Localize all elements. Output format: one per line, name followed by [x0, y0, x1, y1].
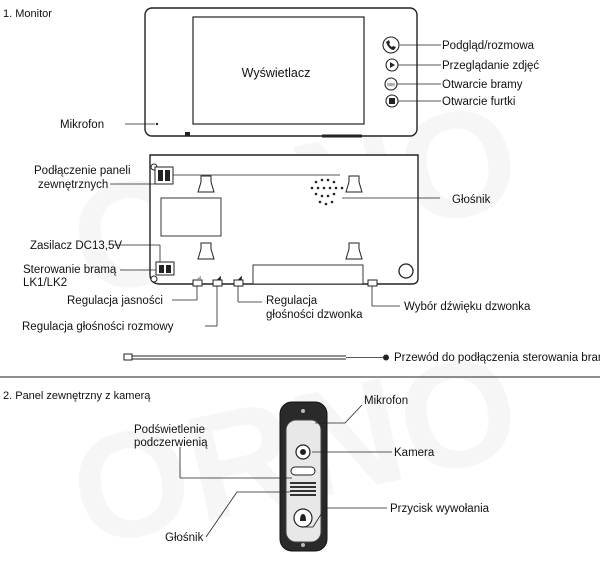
label-reg-jasnosci: Regulacja jasności — [67, 295, 163, 307]
talk-icon — [382, 36, 400, 54]
svg-text:⊟⊟: ⊟⊟ — [387, 82, 395, 87]
panel-speaker-grille — [290, 482, 316, 496]
svg-text:◢: ◢ — [238, 275, 242, 281]
outdoor-panel — [279, 401, 328, 552]
label-reg-glosnosci-rozmowy: Regulacja głośności rozmowy — [22, 321, 174, 333]
label-sterowanie-2: LK1/LK2 — [23, 277, 67, 289]
label-mikrofon-panel: Mikrofon — [364, 395, 408, 407]
label-otwarcie-furtki: Otwarcie furtki — [442, 96, 516, 108]
label-przegladanie: Przeglądanie zdjęć — [442, 60, 539, 72]
label-przycisk: Przycisk wywołania — [390, 503, 490, 515]
speaker-holes — [310, 178, 344, 206]
label-podlaczenie-2: zewnętrznych — [38, 179, 108, 191]
label-glosnik-panel: Głośnik — [165, 532, 204, 544]
svg-text:◢: ◢ — [217, 275, 221, 281]
label-podglad: Podgląd/rozmowa — [442, 40, 535, 52]
label-wybor-dzwieku: Wybór dźwięku dzwonka — [404, 301, 531, 313]
label-reg-dzwonka-1: Regulacja — [266, 295, 318, 307]
label-podswietlenie-2: podczerwienią — [134, 437, 208, 449]
door-icon — [385, 94, 399, 108]
label-podswietlenie-1: Podświetlenie — [134, 424, 205, 436]
label-podlaczenie-1: Podłączenie paneli — [34, 165, 131, 177]
gate-icon: ⊟⊟ — [384, 77, 398, 91]
monitor-front: Wyświetlacz — [144, 7, 418, 138]
label-zasilacz: Zasilacz DC13,5V — [30, 240, 122, 252]
section2-title: 2. Panel zewnętrzny z kamerą — [3, 390, 151, 402]
display-screen — [192, 16, 365, 125]
control-cable — [123, 353, 389, 361]
back-knob — [398, 263, 414, 279]
label-kamera: Kamera — [394, 447, 435, 459]
label-mikrofon-monitor: Mikrofon — [60, 119, 104, 131]
monitor-back: ⊿ ◢ ◢ — [149, 154, 419, 287]
label-reg-dzwonka-2: głośności dzwonka — [266, 309, 363, 321]
label-przewod: Przewód do podłączenia sterowania bramą — [394, 352, 600, 364]
display-label: Wyświetlacz — [242, 66, 311, 80]
label-sterowanie-1: Sterowanie bramą — [23, 264, 117, 276]
mic-hole — [155, 122, 159, 126]
svg-text:⊿: ⊿ — [197, 275, 201, 281]
section1-title: 1. Monitor — [3, 8, 52, 20]
label-glosnik-monitor: Głośnik — [452, 194, 491, 206]
label-otwarcie-bramy: Otwarcie bramy — [442, 79, 523, 91]
bell-icon — [293, 508, 313, 528]
play-icon — [385, 58, 399, 72]
